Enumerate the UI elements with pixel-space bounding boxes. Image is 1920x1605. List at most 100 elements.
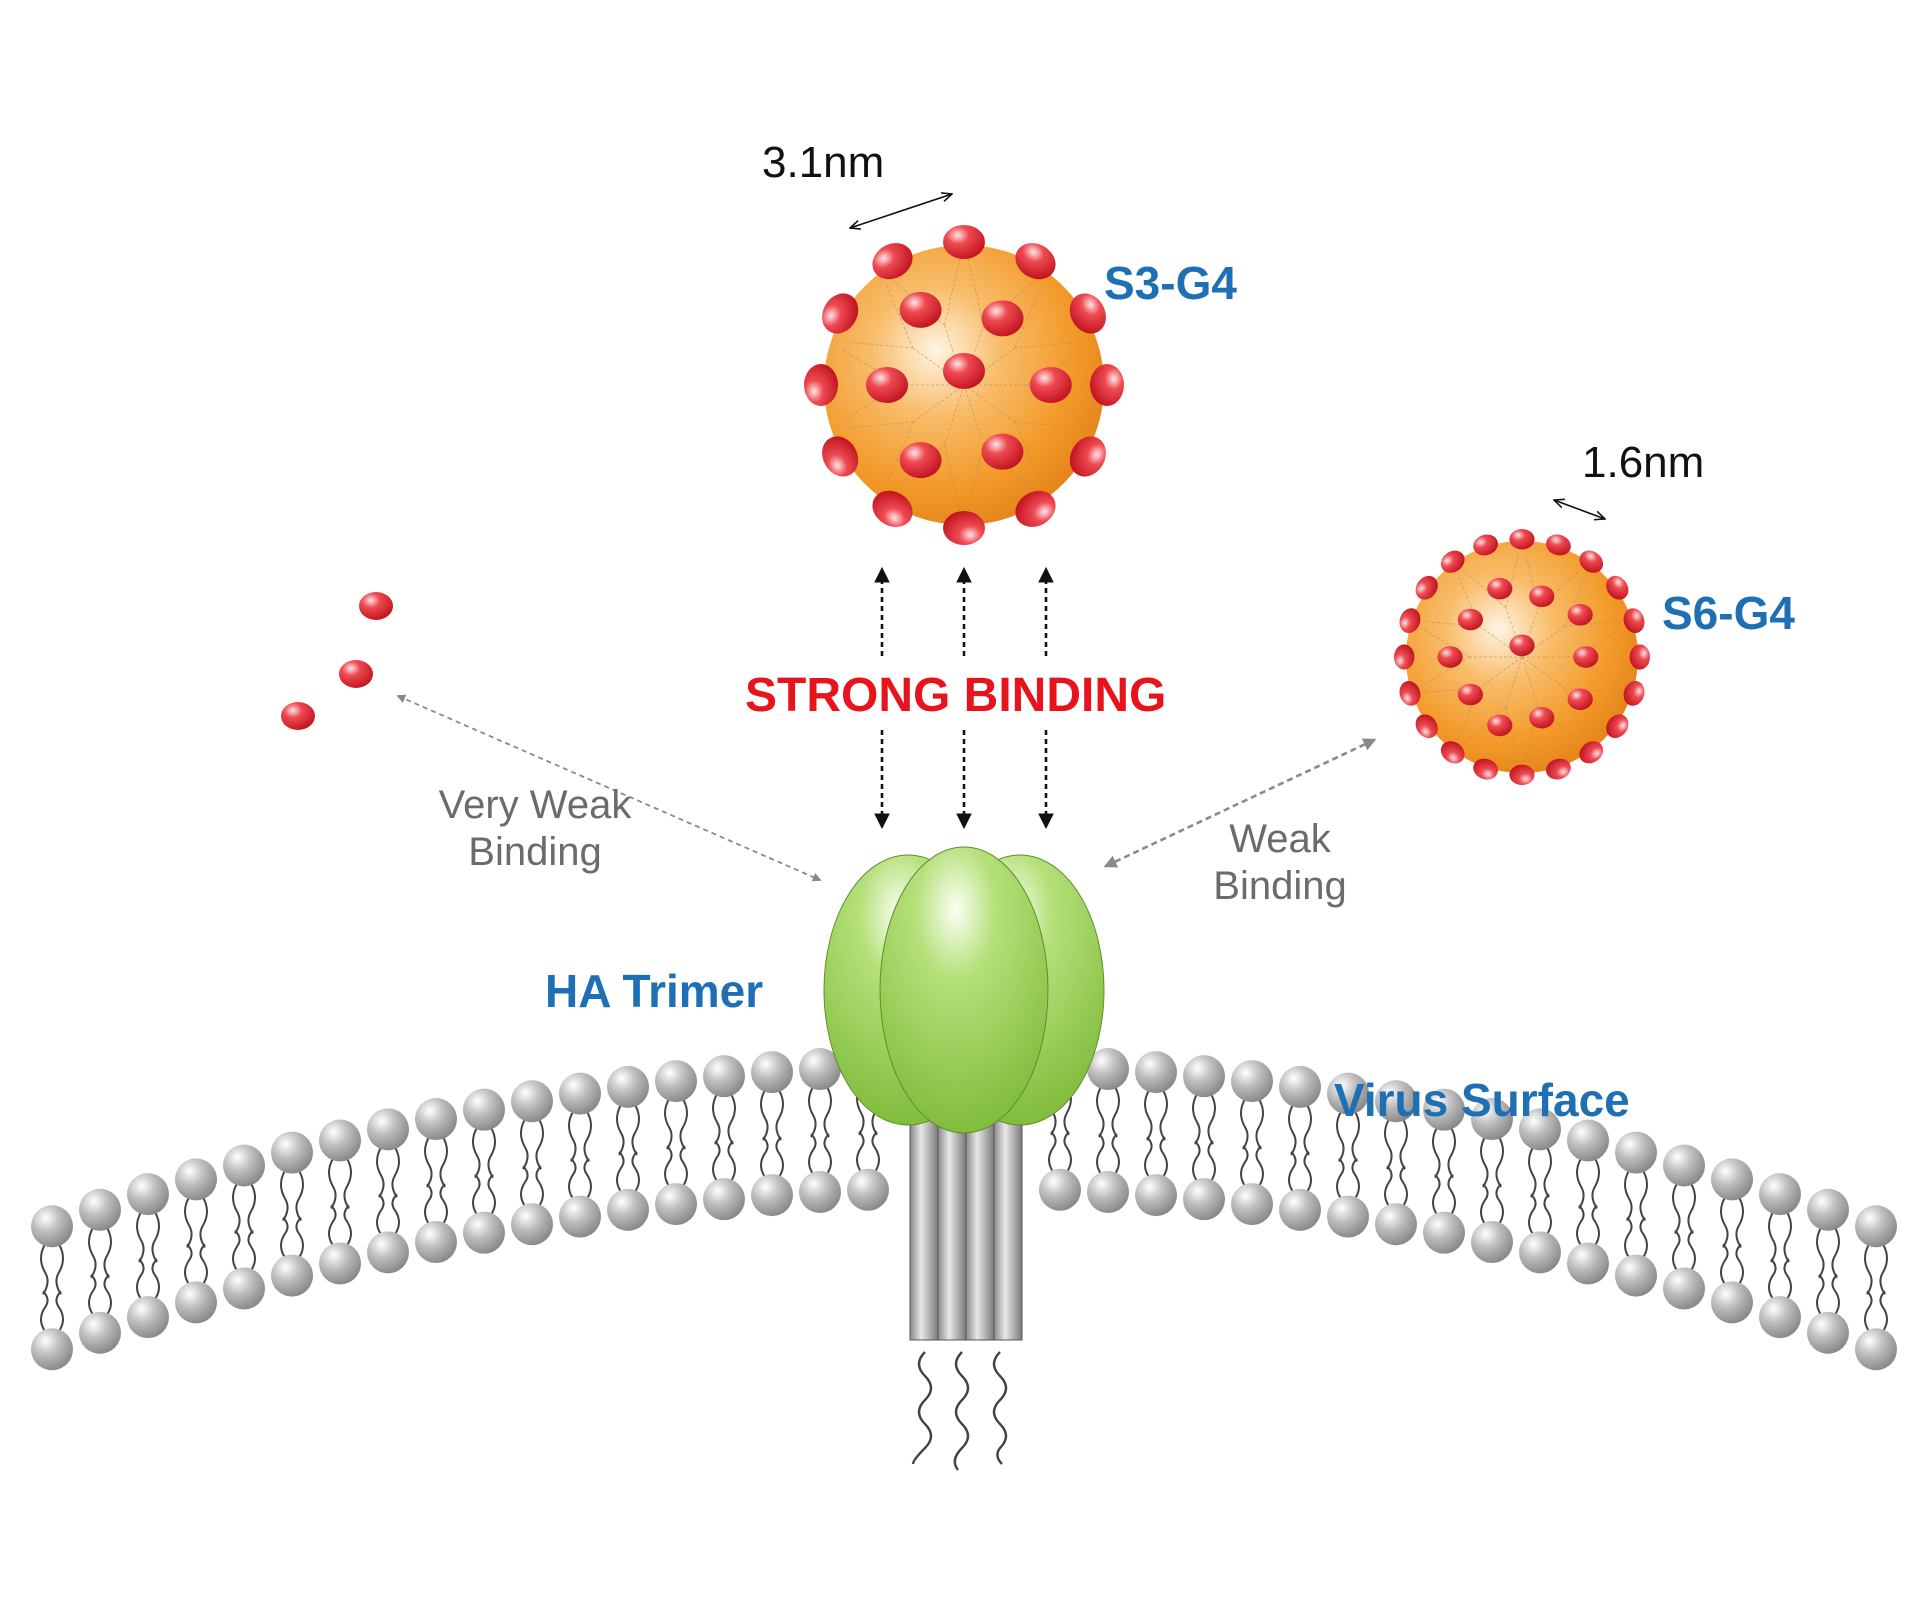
lipid-head bbox=[1663, 1267, 1705, 1310]
lipid-head bbox=[31, 1328, 73, 1371]
lipid-head bbox=[1183, 1178, 1225, 1221]
ligand bbox=[943, 353, 985, 389]
ligand bbox=[1440, 741, 1465, 764]
size-arrow-large bbox=[850, 194, 952, 228]
ligand bbox=[1623, 681, 1645, 706]
lipid-head bbox=[1471, 1221, 1513, 1264]
free-ligands bbox=[281, 592, 393, 730]
lipid-head bbox=[703, 1178, 745, 1221]
lipid-head bbox=[271, 1131, 313, 1174]
ligand bbox=[1437, 646, 1463, 668]
ligand bbox=[1487, 577, 1513, 600]
lipid bbox=[1375, 1080, 1417, 1246]
lipid-head bbox=[1759, 1296, 1801, 1339]
lipid bbox=[1567, 1119, 1609, 1285]
ligand bbox=[1606, 575, 1629, 600]
lipid bbox=[1663, 1144, 1705, 1310]
lipid bbox=[511, 1080, 553, 1246]
lipid-head bbox=[559, 1072, 601, 1115]
dendrimer-s6-g4-branches bbox=[1421, 552, 1623, 762]
lipid-head bbox=[1087, 1048, 1129, 1091]
ligand bbox=[1473, 534, 1498, 556]
lipid-head bbox=[463, 1211, 505, 1254]
ligand bbox=[899, 442, 942, 479]
ligand bbox=[1399, 681, 1421, 706]
weak-binding-label: Weak Binding bbox=[1180, 816, 1380, 910]
lipid-head bbox=[655, 1183, 697, 1226]
ligand bbox=[899, 291, 942, 328]
lipid-head bbox=[1231, 1060, 1273, 1103]
lipid-head bbox=[607, 1188, 649, 1231]
lipid-head bbox=[1231, 1183, 1273, 1226]
ligand bbox=[1069, 293, 1106, 334]
lipid bbox=[607, 1065, 649, 1231]
lipid bbox=[1519, 1108, 1561, 1274]
very-weak-line-2: Binding bbox=[468, 830, 602, 875]
lipid-head bbox=[1327, 1195, 1369, 1238]
lipid bbox=[1759, 1173, 1801, 1339]
free-ligand bbox=[281, 702, 315, 730]
size-arrow-small bbox=[1554, 500, 1605, 519]
lipid bbox=[1087, 1048, 1129, 1214]
lipid-head bbox=[1135, 1051, 1177, 1094]
ligand bbox=[981, 433, 1024, 470]
ligand bbox=[1069, 436, 1106, 477]
lipid bbox=[1279, 1065, 1321, 1231]
ligand bbox=[981, 300, 1024, 337]
dendrimer-s6-g4 bbox=[1393, 529, 1651, 785]
dendrimer-s3-g4 bbox=[804, 225, 1124, 545]
lipid-head bbox=[79, 1311, 121, 1354]
lipid-head bbox=[1375, 1203, 1417, 1246]
very-weak-line-1: Very Weak bbox=[438, 783, 632, 827]
ligand bbox=[1529, 706, 1555, 729]
lipid-head bbox=[1855, 1205, 1897, 1248]
strong-binding-label: STRONG BINDING bbox=[745, 669, 1167, 722]
ligand bbox=[1090, 364, 1124, 406]
ligand bbox=[943, 225, 985, 259]
lipid bbox=[1423, 1088, 1465, 1254]
lipid bbox=[1471, 1098, 1513, 1264]
lipid bbox=[271, 1131, 313, 1297]
lipid-head bbox=[319, 1119, 361, 1162]
lipid-head bbox=[127, 1296, 169, 1339]
lipid bbox=[31, 1205, 73, 1371]
ligand bbox=[1629, 644, 1651, 670]
lipid-head bbox=[1183, 1055, 1225, 1098]
lipid-head bbox=[1567, 1242, 1609, 1285]
lipid bbox=[799, 1048, 841, 1214]
label-virus-surface: Virus Surface bbox=[1334, 1074, 1630, 1126]
lipid bbox=[367, 1108, 409, 1274]
lipid-head bbox=[1279, 1188, 1321, 1231]
lipid bbox=[1711, 1158, 1753, 1324]
ligand bbox=[1473, 758, 1498, 780]
ligand bbox=[822, 293, 859, 334]
lipid bbox=[1807, 1188, 1849, 1354]
ligand bbox=[1529, 585, 1555, 608]
lipid-head bbox=[175, 1158, 217, 1201]
ligand bbox=[1579, 741, 1604, 764]
lipid-head bbox=[223, 1267, 265, 1310]
lipid-head bbox=[559, 1195, 601, 1238]
lipid-head bbox=[511, 1203, 553, 1246]
lipid-head bbox=[1615, 1131, 1657, 1174]
lipid bbox=[1135, 1051, 1177, 1217]
lipid-head bbox=[415, 1098, 457, 1141]
lipid bbox=[79, 1188, 121, 1354]
lipid-head bbox=[1615, 1254, 1657, 1297]
lipid-head bbox=[1471, 1098, 1513, 1141]
lipid bbox=[751, 1051, 793, 1217]
lipid bbox=[1615, 1131, 1657, 1297]
lipid-head bbox=[463, 1088, 505, 1131]
weak-line-1: Weak bbox=[1229, 817, 1331, 861]
lipid bbox=[703, 1055, 745, 1221]
lipid bbox=[1327, 1072, 1369, 1238]
ligand bbox=[1415, 575, 1438, 600]
ligand bbox=[1579, 550, 1604, 573]
ligand bbox=[1546, 758, 1571, 780]
weak-line-2: Binding bbox=[1213, 864, 1347, 909]
ligand bbox=[1457, 683, 1483, 706]
lipid-head bbox=[1711, 1158, 1753, 1201]
ligand bbox=[1567, 688, 1593, 711]
lipid-head bbox=[799, 1171, 841, 1214]
lipid bbox=[127, 1173, 169, 1339]
